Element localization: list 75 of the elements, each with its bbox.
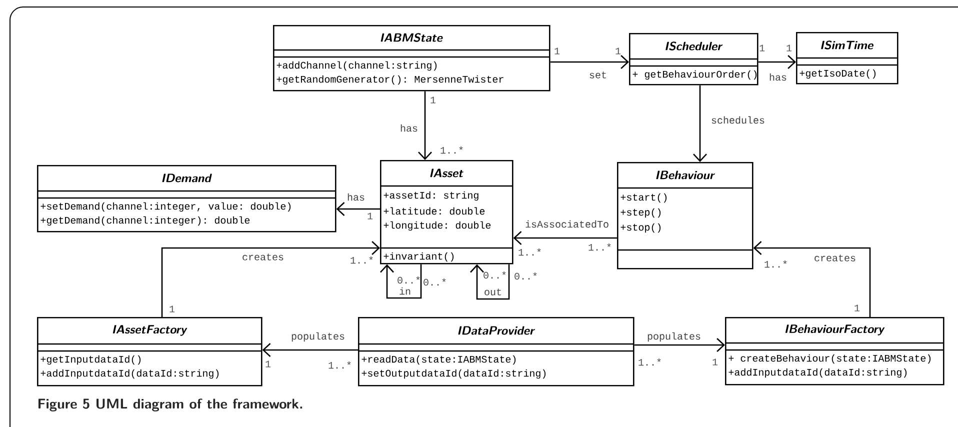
member-text: +addInputdataId(dataId:string) bbox=[728, 368, 907, 378]
multiplicity-label: 0..* bbox=[398, 276, 420, 284]
member-text: +getIsoDate() bbox=[800, 69, 876, 79]
class-name: ISimTime bbox=[821, 40, 874, 50]
edge-label: populates bbox=[646, 331, 702, 343]
member-text: +getRandomGenerator(): MersenneTwister bbox=[276, 75, 504, 85]
class-name: IScheduler bbox=[666, 42, 723, 50]
class-box bbox=[725, 317, 944, 386]
class-box bbox=[37, 317, 262, 386]
multiplicity-label: 1..* bbox=[764, 260, 787, 268]
class-name: IAssetFactory bbox=[112, 325, 188, 336]
multiplicity-label: 1 bbox=[170, 306, 175, 312]
member-text: + getBehaviourOrder() bbox=[632, 70, 757, 80]
edge-label: out bbox=[483, 288, 503, 296]
member-text: +setOutputdataId(dataId:string) bbox=[362, 369, 546, 379]
association-arrow bbox=[758, 55, 796, 69]
member-text: +start() bbox=[620, 193, 667, 203]
association-arrow bbox=[418, 91, 432, 160]
association-arrow bbox=[693, 85, 707, 162]
member-text: +assetId: string bbox=[384, 191, 478, 201]
class-box bbox=[37, 164, 336, 232]
edge-label: schedules bbox=[710, 115, 766, 125]
association-arrow bbox=[161, 241, 380, 317]
edge-label: has bbox=[768, 72, 788, 82]
association-arrow bbox=[634, 338, 725, 352]
class-name: IAsset bbox=[430, 168, 464, 178]
member-text: +stop() bbox=[620, 223, 661, 233]
member-text: +addChannel(channel:string) bbox=[276, 61, 437, 71]
association-arrow bbox=[336, 202, 380, 216]
edge-label: set bbox=[588, 70, 608, 80]
figure-caption: Figure 5 UML diagram of the framework. bbox=[38, 398, 302, 412]
member-text: +getDemand(channel:integer): double bbox=[40, 216, 250, 226]
member-text: +latitude: double bbox=[384, 207, 485, 215]
member-text: +setDemand(channel:integer, value: double) bbox=[40, 202, 291, 212]
edge-label: populates bbox=[290, 331, 346, 343]
edge-label: has bbox=[346, 192, 366, 202]
multiplicity-label: 0..* bbox=[424, 278, 446, 286]
multiplicity-label: 1 bbox=[430, 96, 436, 104]
class-box bbox=[796, 32, 898, 84]
multiplicity-label: 1..* bbox=[350, 256, 373, 264]
edge-label: in bbox=[398, 286, 412, 296]
association-arrow bbox=[550, 55, 629, 69]
class-name: IBehaviourFactory bbox=[785, 324, 885, 336]
multiplicity-label: 1..* bbox=[588, 243, 611, 251]
class-name: IABMState bbox=[380, 33, 443, 42]
association-arrow bbox=[753, 241, 871, 317]
member-text: +readData(state:IABMState) bbox=[362, 355, 516, 365]
association-arrow bbox=[470, 264, 510, 300]
edge-label: creates bbox=[813, 254, 857, 262]
class-name: IBehaviour bbox=[656, 170, 715, 180]
edge-label: isAssociatedTo bbox=[524, 219, 610, 229]
member-text: +invariant() bbox=[384, 252, 454, 262]
member-text: +step() bbox=[620, 208, 661, 218]
multiplicity-label: 1 bbox=[554, 48, 560, 54]
member-text: +longitude: double bbox=[384, 221, 491, 231]
member-text: +addInputdataId(dataId:string) bbox=[40, 369, 219, 379]
multiplicity-label: 0..* bbox=[514, 272, 537, 280]
multiplicity-label: 0..* bbox=[484, 271, 506, 279]
multiplicity-label: 1 bbox=[368, 212, 373, 220]
class-box bbox=[273, 25, 550, 92]
association-arrow bbox=[513, 231, 617, 245]
class-name: IDemand bbox=[162, 174, 212, 182]
member-text: +getInputdataId() bbox=[40, 355, 141, 365]
association-arrow bbox=[262, 343, 358, 357]
class-box bbox=[629, 33, 758, 86]
class-box bbox=[380, 160, 514, 264]
multiplicity-label: 1 bbox=[786, 44, 792, 52]
multiplicity-label: 1 bbox=[616, 48, 621, 54]
association-arrow bbox=[380, 264, 422, 299]
edge-label: creates bbox=[241, 252, 285, 262]
class-box bbox=[617, 162, 754, 270]
edge-label: has bbox=[399, 123, 419, 133]
class-box bbox=[358, 317, 634, 386]
class-name: IDataProvider bbox=[458, 326, 535, 335]
member-text: + createBehaviour(state:IABMState) bbox=[728, 354, 931, 364]
